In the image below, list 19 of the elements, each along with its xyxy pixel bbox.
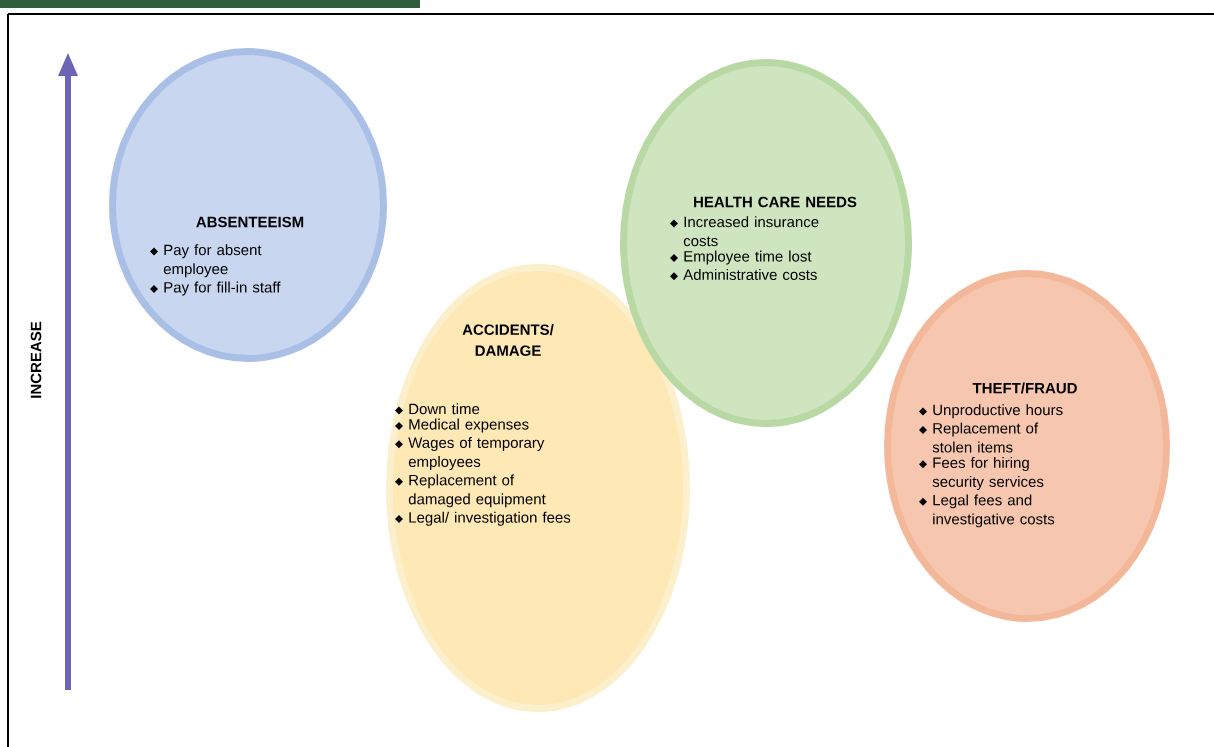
bullet-item: Employee time lost (670, 250, 812, 265)
bullet-item: Pay for fill-in staff (150, 281, 281, 296)
bullet-item: Increased insurance costs (670, 216, 819, 247)
bullet-item: Legal/ investigation fees (395, 511, 571, 526)
heading: THEFT/FRAUD (972, 382, 1077, 394)
bullet-item: Legal fees and investigative costs (919, 494, 1055, 528)
heading: HEALTH CARE NEEDS (694, 196, 857, 208)
bullet-item: Administrative costs (670, 269, 817, 281)
bullet-item: Replacement of stolen items (919, 422, 1039, 453)
bullet-item: Unproductive hours (919, 404, 1063, 419)
bullet-item: Wages of temporary employees (395, 437, 545, 470)
bullet-item: Pay for absent employee (150, 244, 262, 278)
bullet-item: Medical expenses (395, 418, 529, 433)
bullet-item: Replacement of damaged equipment (395, 474, 546, 508)
bullet-item: Down time (395, 403, 480, 415)
heading: ACCIDENTS/ DAMAGE (462, 324, 554, 356)
axis-label: INCREASE (30, 321, 42, 398)
bullet-item: Fees for hiring security services (919, 457, 1044, 490)
heading: ABSENTEEISM (196, 216, 304, 228)
